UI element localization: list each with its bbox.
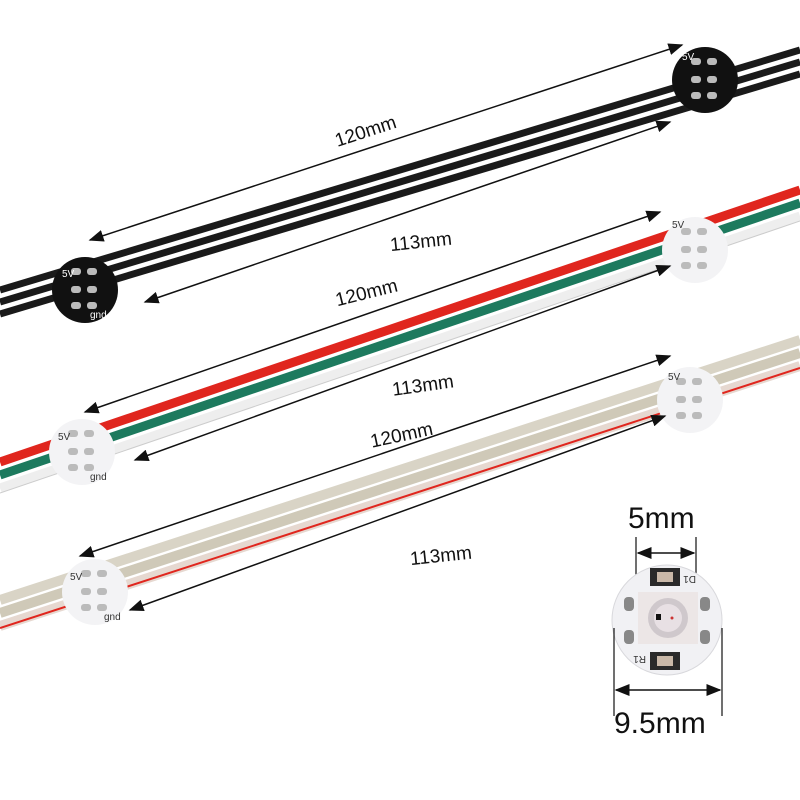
pcb-label-r1: R1 <box>633 653 646 664</box>
pcb-label-5v: 5V <box>62 269 75 280</box>
led-node <box>657 367 723 433</box>
pcb-label-gnd: gnd <box>90 310 107 321</box>
pcb-diameter-label: 9.5mm <box>614 707 706 740</box>
strand-clear: 5V gnd 5V 120mm 113mm <box>0 335 800 631</box>
pcb-label-5v: 5V <box>682 52 695 63</box>
pcb-label-gnd: gnd <box>104 612 121 623</box>
pcb-label-5v: 5V <box>668 372 681 383</box>
led-width-label: 5mm <box>628 502 695 535</box>
pcb-label-5v: 5V <box>70 572 83 583</box>
dimension-arrow <box>78 354 672 558</box>
strand-black: 5V gnd 5V 120mm 113mm <box>0 43 800 323</box>
pcb-label-5v: 5V <box>672 220 685 231</box>
pcb-label-gnd: gnd <box>90 472 107 483</box>
dimension-label-113: 113mm <box>389 229 453 256</box>
dimension-arrow <box>88 43 684 242</box>
led-node <box>52 257 118 323</box>
dimension-label-113: 113mm <box>409 543 473 570</box>
pcb-closeup: 5mm D1 R1 9.5mm <box>611 502 723 740</box>
dimension-label-113: 113mm <box>391 371 455 400</box>
dimension-arrow <box>128 414 667 612</box>
dimension-label-120: 120mm <box>332 112 399 152</box>
pcb-label-5v: 5V <box>58 432 71 443</box>
pcb-label-d1: D1 <box>683 573 696 584</box>
